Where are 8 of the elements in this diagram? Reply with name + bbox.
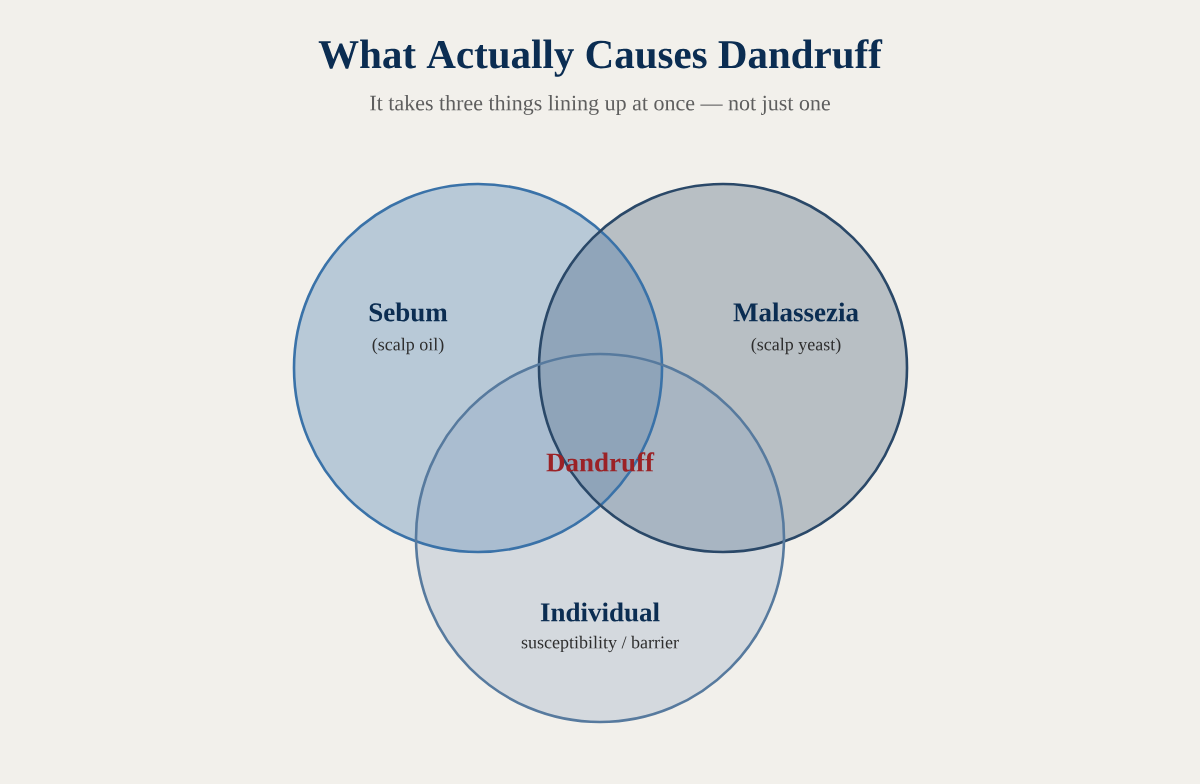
subtitle: It takes three things lining up at once — not just one [370,95,830,115]
circle-heading: Sebum [369,302,448,322]
title: What Actually Causes Dandruff [318,39,883,77]
circle-subtitle: susceptibility / barrier [521,635,679,653]
circle-heading: Individual [540,602,660,622]
circle-subtitle: (scalp yeast) [751,337,841,355]
circle-subtitle: (scalp oil) [372,337,444,355]
circle-heading: Malassezia [733,302,859,322]
